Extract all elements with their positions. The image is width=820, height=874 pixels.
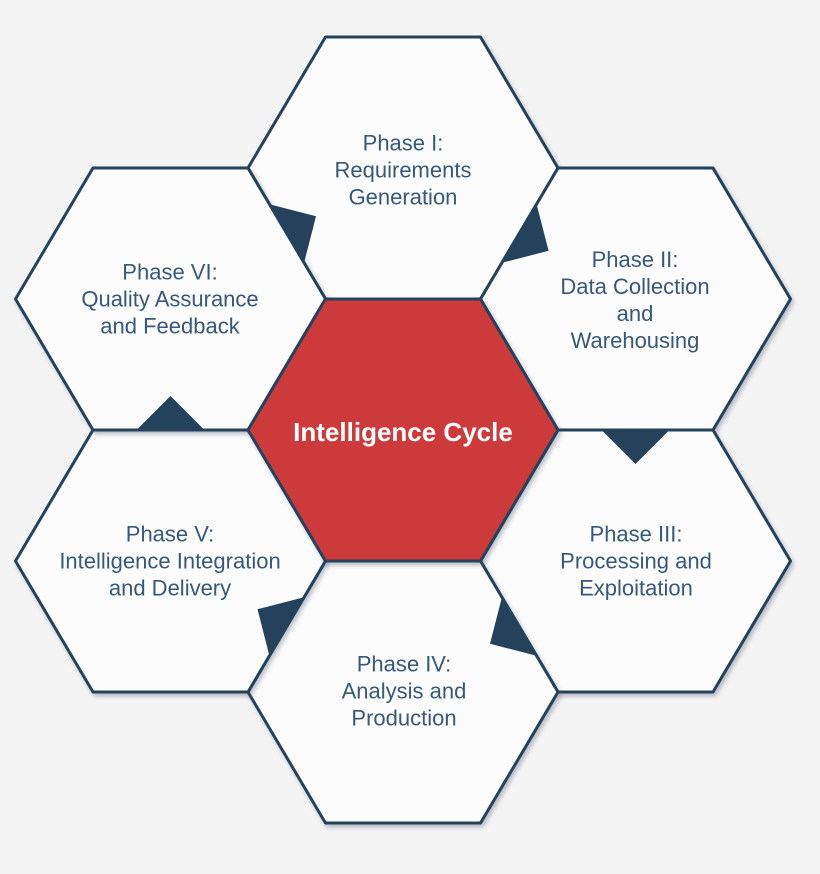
hexagon-center bbox=[246, 297, 560, 563]
phase-4-label: Phase IV: Analysis and Production bbox=[341, 651, 467, 731]
arrow-phase1-to-phase2 bbox=[501, 204, 549, 263]
arrow-phase5-to-phase6 bbox=[136, 396, 205, 430]
phase-3-label: Phase III: Processing and Exploitation bbox=[560, 521, 712, 601]
phase-1-label: Phase I: Requirements Generation bbox=[334, 130, 472, 210]
arrow-phase2-to-phase3 bbox=[601, 430, 670, 464]
phase-2-label: Phase II: Data Collection and Warehousin… bbox=[560, 247, 710, 353]
phase-5-label: Phase V: Intelligence Integration and De… bbox=[59, 521, 281, 601]
arrow-phase4-to-phase5 bbox=[257, 597, 305, 656]
arrow-phase3-to-phase4 bbox=[490, 597, 537, 656]
arrow-phase6-to-phase1 bbox=[269, 204, 316, 263]
center-title: Intelligence Cycle bbox=[293, 417, 513, 447]
phase-6-label: Phase VI: Quality Assurance and Feedback bbox=[81, 259, 259, 339]
